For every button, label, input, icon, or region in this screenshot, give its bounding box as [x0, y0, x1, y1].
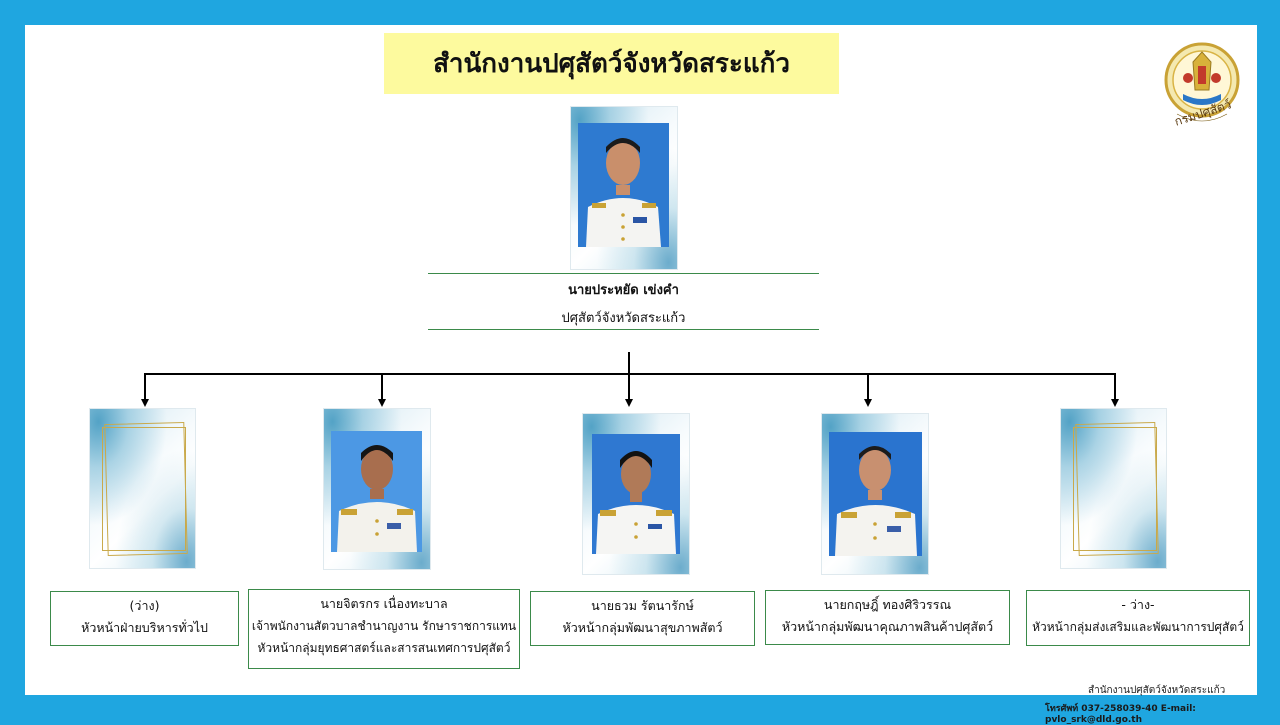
- connector-drop: [1114, 374, 1116, 400]
- footer-contact: โทรศัพท์ 037-258039-40 E-mail: pvlo_srk@…: [1045, 704, 1196, 725]
- connector-drop: [381, 374, 383, 400]
- gold-frame-line: [102, 427, 186, 551]
- head-name-top-line: [428, 273, 819, 274]
- connector-drop: [144, 374, 146, 400]
- gold-frame-line: [104, 421, 188, 557]
- connector-arrow: [141, 399, 149, 407]
- subordinate-name: นายกฤษฎิ์ ทองศิริวรรณ: [823, 597, 952, 612]
- head-name: นายประหยัด เข่งคำ: [568, 283, 679, 298]
- connector-drop: [628, 374, 630, 400]
- connector-drop: [867, 374, 869, 400]
- head-name-bottom-line: [428, 329, 819, 330]
- member-photo: [331, 431, 422, 552]
- subordinate-name: นายจิตรกร เนื่องทะบาล: [320, 596, 448, 611]
- connector-bus: [144, 373, 1116, 375]
- connector-trunk: [628, 352, 630, 374]
- member-photo-frame: [323, 408, 431, 570]
- footer-office: สำนักงานปศุสัตว์จังหวัดสระแก้ว: [1088, 685, 1226, 696]
- subordinate-position: หัวหน้ากลุ่มส่งเสริมและพัฒนาการปศุสัตว์: [1032, 620, 1244, 634]
- head-photo-frame: [570, 106, 678, 270]
- head-position: ปศุสัตว์จังหวัดสระแก้ว: [561, 311, 686, 326]
- subordinate-position: เจ้าพนักงานสัตวบาลชำนาญงาน รักษาราชการแท…: [251, 619, 517, 633]
- subordinate-name: (ว่าง): [129, 598, 160, 613]
- subordinate-position: หัวหน้ากลุ่มยุทธศาสตร์และสารสนเทศการปศุส…: [257, 641, 511, 655]
- gold-frame-line: [1073, 427, 1157, 551]
- subordinate-name: นายธวม รัตนารักษ์: [591, 598, 694, 613]
- head-photo: [578, 123, 669, 247]
- connector-arrow: [864, 399, 872, 407]
- member-photo: [592, 434, 680, 554]
- vacant-photo-frame: [1060, 408, 1167, 569]
- subordinate-position: หัวหน้าฝ่ายบริหารทั่วไป: [81, 620, 208, 635]
- dld-emblem-icon: [1163, 42, 1241, 132]
- connector-arrow: [625, 399, 633, 407]
- member-photo-frame: [582, 413, 690, 575]
- connector-arrow: [1111, 399, 1119, 407]
- gold-frame-line: [1075, 421, 1159, 557]
- page-title: สำนักงานปศุสัตว์จังหวัดสระแก้ว: [384, 33, 839, 94]
- subordinate-box-animal-health: นายธวม รัตนารักษ์ หัวหน้ากลุ่มพัฒนาสุขภา…: [530, 591, 755, 646]
- subordinate-position: หัวหน้ากลุ่มพัฒนาสุขภาพสัตว์: [562, 620, 723, 635]
- member-photo: [829, 432, 922, 556]
- connector-arrow: [378, 399, 386, 407]
- subordinate-box-livestock-promotion: - ว่าง- หัวหน้ากลุ่มส่งเสริมและพัฒนาการป…: [1026, 590, 1250, 646]
- subordinate-box-product-quality: นายกฤษฎิ์ ทองศิริวรรณ หัวหน้ากลุ่มพัฒนาค…: [765, 590, 1010, 645]
- subordinate-box-strategy: นายจิตรกร เนื่องทะบาล เจ้าพนักงานสัตวบาล…: [248, 589, 520, 669]
- subordinate-position: หัวหน้ากลุ่มพัฒนาคุณภาพสินค้าปศุสัตว์: [781, 619, 994, 634]
- subordinate-name: - ว่าง-: [1121, 597, 1155, 612]
- vacant-photo-frame: [89, 408, 196, 569]
- subordinate-box-general-admin: (ว่าง) หัวหน้าฝ่ายบริหารทั่วไป: [50, 591, 239, 646]
- member-photo-frame: [821, 413, 929, 575]
